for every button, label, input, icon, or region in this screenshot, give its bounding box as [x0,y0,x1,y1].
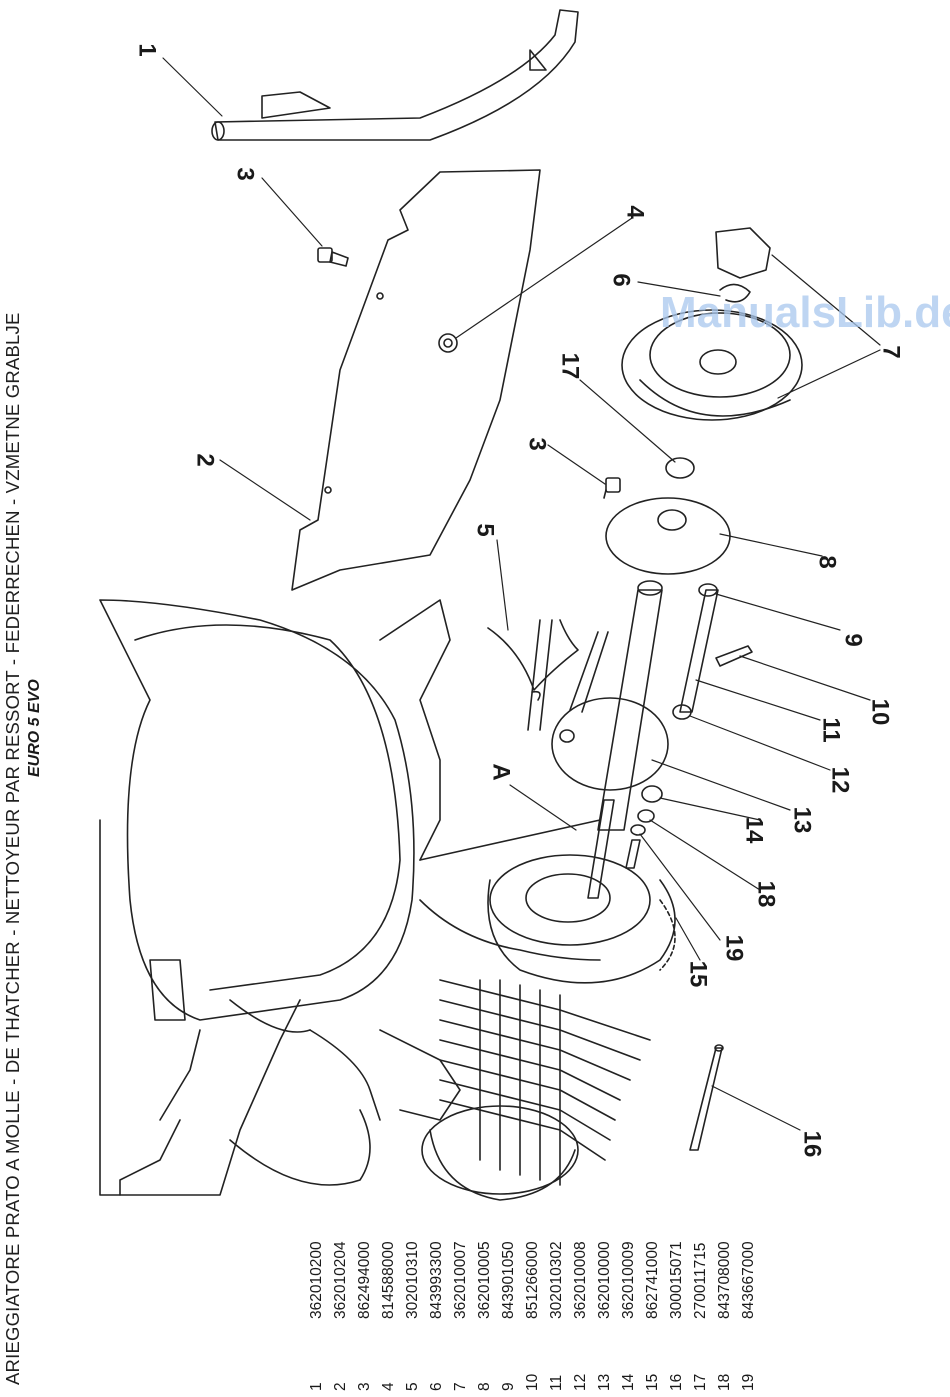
part-number: 16 [668,1373,685,1391]
model-subtitle: EURO 5 EVO [26,679,43,777]
part-3-bolt-upper [318,248,348,266]
part-code: 362010008 [572,1241,589,1319]
parts-list-row: 16 300015071 [665,1177,689,1397]
parts-list-row: 6 843993300 [425,1177,449,1397]
part-number: 19 [740,1373,757,1391]
part-2-cover-plate [292,170,540,590]
mower-body [100,600,600,1195]
part-13-disc [528,581,668,830]
parts-list-row: 3 862494000 [353,1177,377,1397]
part-number: 3 [356,1382,373,1391]
part-number: 12 [572,1373,589,1391]
parts-list-row: 11 302010302 [545,1177,569,1397]
part-number: 7 [452,1382,469,1391]
part-code: 362010005 [476,1241,493,1319]
parts-list-row: 8 362010005 [473,1177,497,1397]
part-code: 843667000 [740,1241,757,1319]
part-number: 4 [380,1382,397,1391]
bottom-drum [422,1106,578,1200]
part-number: 17 [692,1373,709,1391]
parts-list: 1 362010200 2 362010204 3 862494000 4 814588000… [305,1177,761,1397]
part-code: 862741000 [644,1241,661,1319]
part-number: 18 [716,1373,733,1391]
parts-list-row: 9 843901050 [497,1177,521,1397]
parts-list-row: 1 362010200 [305,1177,329,1397]
rake-tines [440,980,650,1185]
part-11-rod [673,584,718,719]
part-code: 302010310 [404,1241,421,1319]
parts-list-row: 18 843708000 [713,1177,737,1397]
part-code: 843708000 [716,1241,733,1319]
part-code: 302010302 [548,1241,565,1319]
parts-list-row: 5 302010310 [401,1177,425,1397]
parts-list-row: 7 362010007 [449,1177,473,1397]
part-code: 362010000 [596,1241,613,1319]
part-code: 862494000 [356,1241,373,1319]
part-number: 10 [524,1373,541,1391]
part-code: 843993300 [428,1241,445,1319]
page-title: ARIEGGIATORE PRATO A MOLLE - DE THATCHER… [2,312,23,1385]
part-code: 270011715 [692,1242,709,1319]
part-code: 362010009 [620,1241,637,1319]
part-10-pin [716,646,752,666]
part-7-wheel [622,228,802,420]
parts-list-row: 17 270011715 [689,1177,713,1397]
leader-lines [163,58,880,1130]
part-5-spring-wire [488,620,578,700]
part-6-circlip [720,284,750,301]
part-number: 11 [548,1374,565,1391]
part-number: 13 [596,1373,613,1391]
part-code: 300015071 [668,1241,685,1319]
part-code: 362010200 [308,1241,325,1319]
part-16-rod [690,1045,723,1150]
part-code: 814588000 [380,1241,397,1319]
parts-list-row: 13 362010000 [593,1177,617,1397]
part-14-18-19-washers [626,786,662,868]
parts-list-row: 19 843667000 [737,1177,761,1397]
part-number: 5 [404,1382,421,1391]
part-number: 9 [500,1382,517,1391]
part-code: 843901050 [500,1241,517,1319]
part-3-bolt-lower [604,478,620,498]
parts-list-row: 2 362010204 [329,1177,353,1397]
parts-list-row: 14 362010009 [617,1177,641,1397]
part-17-o-ring [666,458,694,478]
parts-list-row: 15 862741000 [641,1177,665,1397]
part-number: 1 [308,1382,325,1391]
parts-list-row: 10 851266000 [521,1177,545,1397]
part-number: 8 [476,1382,493,1391]
part-4-nut [439,334,457,352]
parts-list-row: 12 362010008 [569,1177,593,1397]
part-number: 14 [620,1373,637,1391]
part-1-handle [212,10,578,140]
part-number: 6 [428,1382,445,1391]
part-code: 851266000 [524,1241,541,1319]
part-code: 362010007 [452,1241,469,1319]
parts-list-row: 4 814588000 [377,1177,401,1397]
part-number: 15 [644,1373,661,1391]
watermark: ManualsLib.de [660,288,950,337]
part-number: 2 [332,1382,349,1391]
drum-housing [488,800,675,983]
part-code: 362010204 [332,1241,349,1319]
